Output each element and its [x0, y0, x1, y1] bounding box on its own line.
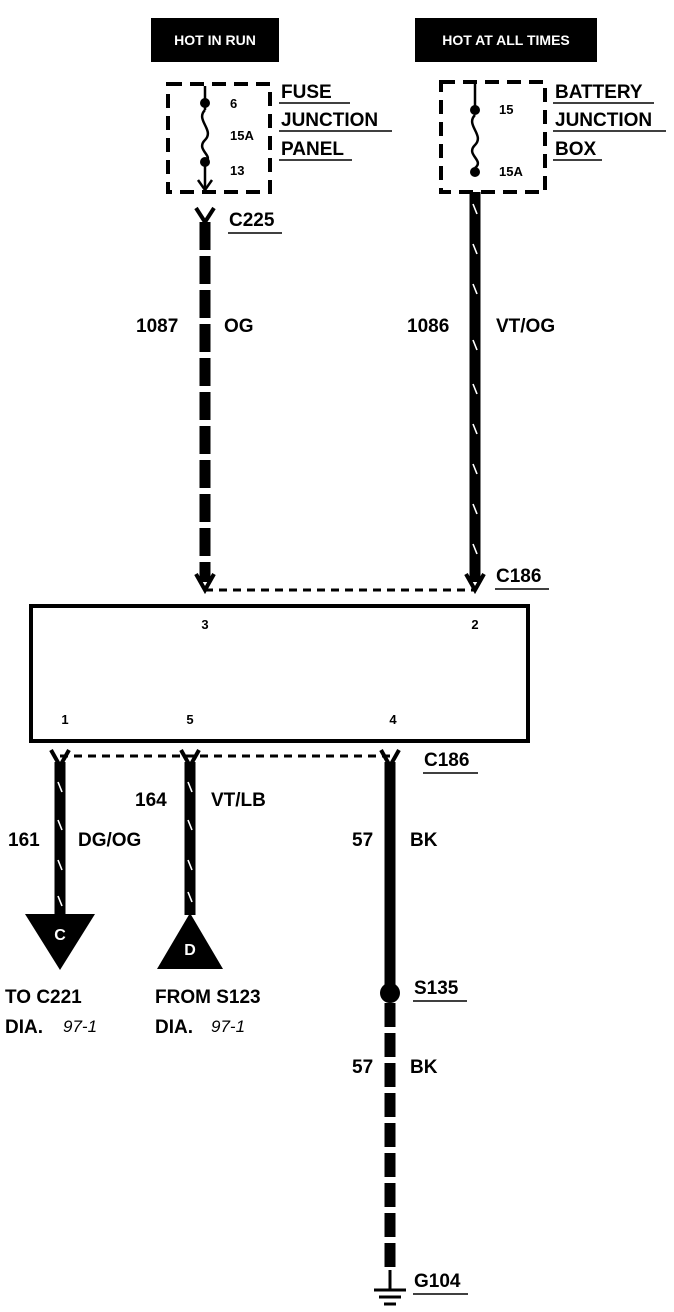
- wire-57-lower-color: BK: [410, 1057, 438, 1078]
- wire-161: 161 DG/OG: [8, 749, 141, 920]
- module-box: 3 2 1 5 4: [29, 604, 530, 743]
- wire-164-color: VT/LB: [211, 790, 266, 811]
- wire-57-upper-circuit: 57: [352, 830, 373, 851]
- wire-57-lower-circuit: 57: [352, 1057, 373, 1078]
- wire-161-circuit: 161: [8, 830, 40, 851]
- wire-1086: 1086 VT/OG: [407, 192, 555, 595]
- reference-d-marker: D: [157, 913, 223, 969]
- module-pin-3: 3: [201, 617, 208, 632]
- wire-1087-circuit: 1087: [136, 316, 178, 337]
- bjb-name-line1: BATTERY: [555, 82, 643, 103]
- battery-junction-box: 15 15A BATTERY JUNCTION BOX: [439, 80, 666, 194]
- wire-57-lower: 57 BK: [352, 1003, 438, 1272]
- wire-164: 164 VT/LB: [135, 749, 266, 915]
- fuse-icon: [470, 114, 480, 169]
- reference-c-marker: C: [25, 914, 95, 970]
- module-pin-5: 5: [186, 712, 193, 727]
- wire-1086-color: VT/OG: [496, 316, 555, 337]
- triangle-up-icon: [157, 913, 223, 969]
- module-pin-2: 2: [471, 617, 478, 632]
- triangle-down-icon: [25, 914, 95, 970]
- module-pin-4: 4: [389, 712, 397, 727]
- wire-164-circuit: 164: [135, 790, 167, 811]
- ground-g104-label: G104: [414, 1271, 461, 1292]
- reference-d-dia: DIA.: [155, 1017, 193, 1038]
- fjp-name-line2: JUNCTION: [281, 110, 378, 131]
- fjp-pin-top: 6: [230, 96, 237, 111]
- ground-icon: [374, 1270, 406, 1306]
- bjb-name-line3: BOX: [555, 139, 597, 160]
- reference-c-letter: C: [54, 927, 66, 944]
- hot-at-all-times-header: HOT AT ALL TIMES: [415, 18, 597, 62]
- wire-1086-circuit: 1086: [407, 316, 449, 337]
- fjp-name-line1: FUSE: [281, 82, 332, 103]
- wire-161-color: DG/OG: [78, 830, 141, 851]
- hot-in-run-header: HOT IN RUN: [151, 18, 279, 62]
- connector-c186-bottom: C186: [424, 750, 469, 771]
- splice-s135-dot: [380, 983, 400, 1003]
- splice-s135-label: S135: [414, 978, 459, 999]
- wire-57-upper: 57 BK: [352, 749, 438, 990]
- reference-c-dia: DIA.: [5, 1017, 43, 1038]
- reference-d-letter: D: [184, 942, 196, 959]
- fuse-icon: [200, 109, 210, 164]
- wire-1087-color: OG: [224, 316, 254, 337]
- bjb-pin-top: 15: [499, 102, 513, 117]
- module-pin-1: 1: [61, 712, 68, 727]
- fjp-name-line3: PANEL: [281, 139, 344, 160]
- connector-c225: C225: [229, 210, 275, 231]
- fjp-pin-bottom: 13: [230, 163, 244, 178]
- hot-at-all-times-label: HOT AT ALL TIMES: [442, 32, 570, 48]
- bjb-rating: 15A: [499, 164, 523, 179]
- fuse-junction-panel: 6 15A 13 FUSE JUNCTION PANEL: [166, 82, 392, 194]
- bjb-name-line2: JUNCTION: [555, 110, 652, 131]
- wire-1087: 1087 OG: [136, 206, 254, 595]
- fjp-rating: 15A: [230, 128, 254, 143]
- reference-c-page: 97-1: [63, 1017, 97, 1036]
- connector-c186-top: C186: [496, 566, 541, 587]
- reference-d-page: 97-1: [211, 1017, 245, 1036]
- reference-c-line1: TO C221: [5, 987, 82, 1008]
- hot-in-run-label: HOT IN RUN: [174, 32, 256, 48]
- reference-d-line1: FROM S123: [155, 987, 261, 1008]
- wire-57-upper-color: BK: [410, 830, 438, 851]
